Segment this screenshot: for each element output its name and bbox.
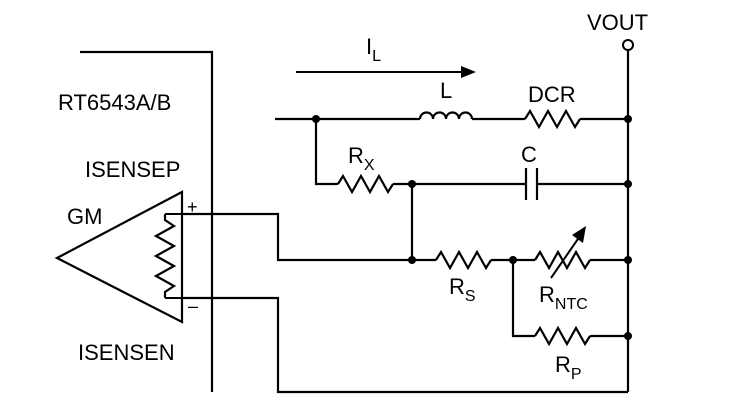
rx-label: RX	[348, 143, 375, 174]
minus-sign: –	[188, 296, 198, 316]
pin-isensep-label: ISENSEP	[85, 157, 180, 182]
junction-dot	[624, 332, 632, 340]
internal-sense-leads	[165, 213, 182, 299]
rs-label: RS	[449, 274, 476, 305]
rntc-variable-arrow	[550, 235, 581, 279]
capacitor-label: C	[521, 142, 537, 167]
inductor	[418, 111, 474, 120]
rntc-label: RNTC	[539, 282, 588, 313]
ic-outline	[80, 50, 214, 392]
dcr-resistor	[524, 108, 581, 130]
inductor-label: L	[440, 78, 452, 103]
internal-sense-resistor	[153, 214, 177, 298]
pin-isensen-label: ISENSEN	[78, 340, 175, 365]
vout-label: VOUT	[587, 10, 648, 35]
junction-dot	[624, 180, 632, 188]
dcr-label: DCR	[528, 82, 576, 107]
junction-dot	[312, 115, 320, 123]
rx-branch	[314, 119, 338, 186]
junction-dot	[408, 180, 416, 188]
rntc-arrow-head	[572, 226, 586, 243]
vout-terminal	[622, 39, 634, 51]
junction-dot	[408, 256, 416, 264]
ic-part-label: RT6543A/B	[58, 90, 171, 115]
plus-sign: +	[187, 197, 198, 217]
rs-resistor	[435, 249, 492, 271]
gm-amplifier-triangle	[54, 190, 184, 324]
current-label: IL	[366, 34, 381, 65]
rp-branch	[511, 260, 535, 338]
gm-label: GM	[67, 204, 102, 229]
isensen-trace	[182, 296, 628, 394]
current-arrow-head	[461, 66, 476, 78]
isensep-trace	[182, 212, 412, 262]
rp-resistor	[534, 325, 591, 347]
junction-dot	[624, 256, 632, 264]
rx-resistor	[337, 173, 394, 195]
junction-dot	[509, 256, 517, 264]
rp-label: RP	[555, 352, 582, 383]
junction-dot	[624, 115, 632, 123]
